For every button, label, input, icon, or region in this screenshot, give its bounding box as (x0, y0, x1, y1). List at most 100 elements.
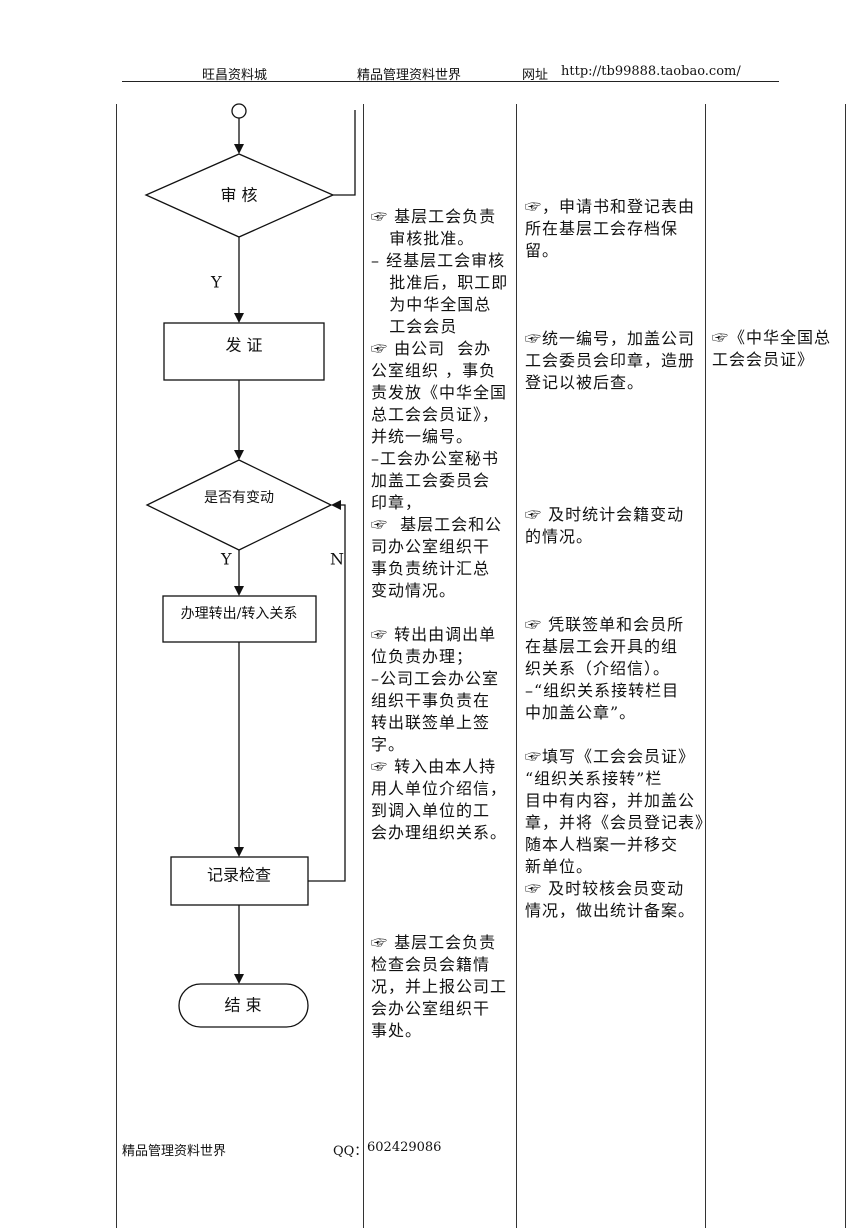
requirement-line (525, 460, 703, 482)
end-label: 结 束 (224, 996, 261, 1015)
requirement-line: 章，并将《会员登记表》 (525, 813, 713, 832)
issue-box (163, 322, 325, 381)
responsibility-line: ☞ 由公司 会办 (371, 339, 492, 358)
responsibility-line: 印章， (371, 493, 423, 512)
header-url-label: 网址 (522, 68, 549, 83)
requirement-line (525, 438, 703, 460)
footer-left: 精品管理资料世界 (122, 1144, 227, 1159)
responsibility-line: 公室组织 ，事负 (371, 361, 497, 380)
document-line: 工会会员证》 (712, 350, 815, 369)
header-url: http://tb99888.taobao.com/ (561, 64, 741, 79)
responsibility-line: 并统一编号。 (371, 427, 474, 446)
requirement-line: 织关系（介绍信）。 (525, 659, 671, 678)
requirement-line: 中加盖公章”。 (525, 703, 637, 722)
requirement-line: ☞ 及时较核会员变动 (525, 879, 685, 898)
responsibility-line (371, 602, 513, 624)
responsibility-line: 工会会员 (371, 317, 458, 336)
requirement-line: ☞填写《工会会员证》 (525, 747, 696, 766)
requirement-line: 情况，做出统计备案。 (525, 901, 696, 920)
responsibility-line: – 经基层工会审核 (371, 251, 506, 270)
requirement-line: 留。 (525, 241, 560, 260)
table-divider-3 (705, 104, 706, 1228)
change-question-label: 是否有变动 (204, 490, 274, 506)
responsibility-line: 到调入单位的工 (371, 801, 491, 820)
responsibility-line: 批准后，职工即 (371, 273, 509, 292)
documents-column: ☞《中华全国总工会会员证》 (712, 327, 842, 371)
responsibility-line: 为中华全国总 (371, 295, 492, 314)
responsibility-line: ☞ 基层工会负责 (371, 207, 497, 226)
yes-label-1: Y (210, 273, 222, 292)
record-check-label: 记录检查 (207, 866, 271, 885)
requirement-line (525, 724, 703, 746)
header-subtitle: 精品管理资料世界 (357, 68, 462, 83)
responsibility-line: 组织干事负责在 (371, 691, 491, 710)
requirements-column: ☞，申请书和登记表由所在基层工会存档保留。 ☞统一编号，加盖公司工会委员会印章，… (525, 196, 713, 922)
requirement-line (525, 284, 703, 306)
requirement-line: 工会委员会印章，造册 (525, 351, 696, 370)
responsibility-line: 事负责统计汇总 (371, 559, 491, 578)
yes-label-2: Y (220, 550, 232, 569)
requirement-line (525, 416, 703, 438)
requirement-line: 随本人档案一并移交 (525, 835, 679, 854)
requirement-line (525, 394, 703, 416)
transfer-label: 办理转出/转入关系 (181, 606, 298, 622)
table-divider-2 (516, 104, 517, 1228)
responsibility-line (371, 866, 513, 888)
document-line: ☞《中华全国总 (712, 328, 832, 347)
requirement-line (525, 570, 703, 592)
no-label: N (330, 550, 344, 569)
requirement-line: 的情况。 (525, 527, 594, 546)
responsibility-column: ☞ 基层工会负责 审核批准。 – 经基层工会审核 批准后，职工即 为中华全国总 工… (371, 206, 513, 1042)
responsibility-line (371, 888, 513, 910)
responsibility-line: 转出联签单上签 (371, 713, 491, 732)
responsibility-line: 会办理组织关系。 (371, 823, 508, 842)
table-divider-1 (363, 104, 364, 1228)
responsibility-line: 责发放《中华全国 (371, 383, 508, 402)
responsibility-line: 位负责办理； (371, 647, 474, 666)
responsibility-line: 会办公室组织干 (371, 999, 491, 1018)
responsibility-line: 字。 (371, 735, 406, 754)
requirement-line: 在基层工会开具的组 (525, 637, 679, 656)
responsibility-line: 加盖工会委员会 (371, 471, 491, 490)
responsibility-line: 用人单位介绍信， (371, 779, 508, 798)
requirement-line (525, 262, 703, 284)
responsibility-line: 总工会会员证》， (371, 405, 500, 424)
responsibility-line (371, 844, 513, 866)
responsibility-line: 况，并上报公司工 (371, 977, 508, 996)
requirement-line: ☞ 及时统计会籍变动 (525, 505, 685, 524)
footer-qq-label: QQ： (333, 1144, 368, 1159)
requirement-line: ☞统一编号，加盖公司 (525, 329, 696, 348)
table-border-right (845, 104, 846, 1228)
requirement-line (525, 548, 703, 570)
review-label: 审 核 (220, 186, 257, 205)
responsibility-line (371, 910, 513, 932)
footer-qq: 602429086 (367, 1140, 442, 1155)
responsibility-line: 司办公室组织干 (371, 537, 491, 556)
header-site-name: 旺昌资料城 (202, 68, 268, 83)
requirement-line: “组织关系接转”栏 (525, 769, 663, 788)
requirement-line (525, 482, 703, 504)
requirement-line: ☞，申请书和登记表由 (525, 197, 696, 216)
start-connector (231, 103, 247, 119)
responsibility-line: ☞ 转入由本人持 (371, 757, 497, 776)
issue-label: 发 证 (225, 336, 262, 355)
requirement-line (525, 592, 703, 614)
requirement-line: 登记以被后查。 (525, 373, 645, 392)
responsibility-line: ☞ 基层工会和公 (371, 515, 503, 534)
responsibility-line: ☞ 转出由调出单 (371, 625, 497, 644)
responsibility-line: 检查会员会籍情 (371, 955, 491, 974)
responsibility-line: 变动情况。 (371, 581, 457, 600)
responsibility-line: 审核批准。 (371, 229, 475, 248)
requirement-line: –“组织关系接转栏目 (525, 681, 680, 700)
table-border-left (116, 104, 117, 1228)
requirement-line: 所在基层工会存档保 (525, 219, 679, 238)
requirement-line: ☞ 凭联签单和会员所 (525, 615, 685, 634)
requirement-line: 新单位。 (525, 857, 594, 876)
responsibility-line: –工会办公室秘书 (371, 449, 500, 468)
requirement-line (525, 306, 703, 328)
end-terminator (178, 983, 309, 1028)
responsibility-line: 事处。 (371, 1021, 423, 1040)
responsibility-line: –公司工会办公室 (371, 669, 500, 688)
header-rule (122, 81, 779, 82)
